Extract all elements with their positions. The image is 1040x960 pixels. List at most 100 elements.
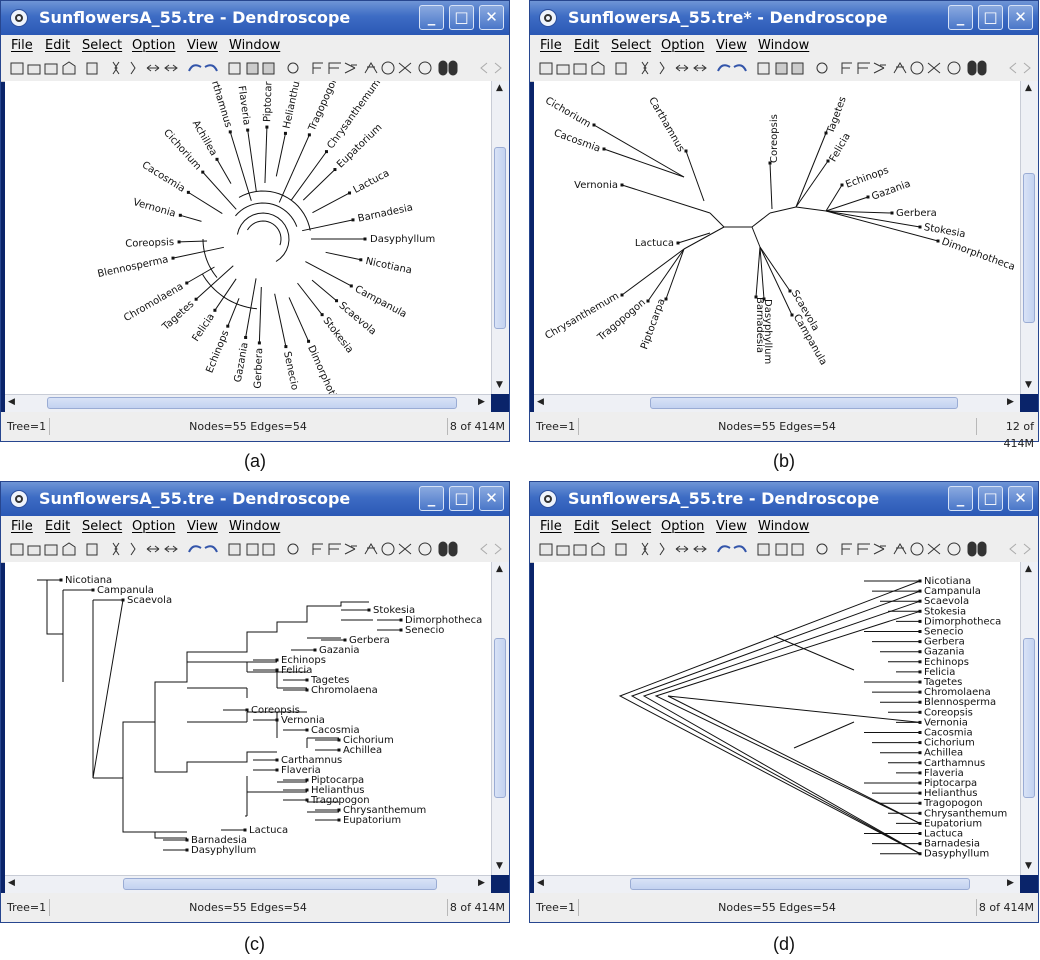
menu-window[interactable]: Window — [758, 519, 810, 534]
dendroscope-app-icon[interactable] — [10, 490, 28, 508]
scroll-right-arrow-icon[interactable]: ▶ — [1007, 878, 1014, 888]
vertical-scrollbar[interactable]: ▲ ▼ — [1020, 81, 1038, 394]
scroll-up-arrow-icon[interactable]: ▲ — [1025, 564, 1032, 574]
menu-select[interactable]: Select — [82, 38, 123, 53]
scroll-up-arrow-icon[interactable]: ▲ — [496, 83, 503, 93]
menu-edit[interactable]: Edit — [574, 519, 600, 534]
scroll-right-arrow-icon[interactable]: ▶ — [478, 397, 485, 407]
menu-window[interactable]: Window — [758, 38, 810, 53]
menu-view[interactable]: View — [716, 519, 747, 534]
dendroscope-app-icon[interactable] — [539, 490, 557, 508]
fit-window-icon — [757, 62, 770, 75]
menu-select[interactable]: Select — [611, 519, 652, 534]
scroll-left-arrow-icon[interactable]: ◀ — [537, 397, 544, 407]
vertical-scroll-thumb[interactable] — [1023, 638, 1035, 798]
scroll-left-arrow-icon[interactable]: ◀ — [8, 397, 15, 407]
dendroscope-app-icon[interactable] — [539, 9, 557, 27]
horizontal-scroll-thumb[interactable] — [630, 878, 970, 890]
maximize-button[interactable]: □ — [978, 5, 1003, 30]
menu-edit[interactable]: Edit — [45, 38, 71, 53]
menu-edit[interactable]: Edit — [45, 519, 71, 534]
menu-file[interactable]: File — [11, 38, 33, 53]
tree-edge — [795, 132, 827, 208]
horizontal-scrollbar[interactable]: ◀ ▶ — [534, 875, 1020, 893]
rotate-right-icon — [204, 545, 218, 553]
minimize-button[interactable]: _ — [419, 486, 444, 511]
menu-window[interactable]: Window — [229, 38, 281, 53]
scroll-up-arrow-icon[interactable]: ▲ — [1025, 83, 1032, 93]
menu-view[interactable]: View — [187, 519, 218, 534]
scroll-down-arrow-icon[interactable]: ▼ — [1025, 380, 1032, 390]
toolbar-icons[interactable] — [1, 57, 509, 81]
dendroscope-app-icon[interactable] — [10, 9, 28, 27]
toolbar-icons[interactable] — [1, 538, 509, 562]
minimize-button[interactable]: _ — [419, 5, 444, 30]
horizontal-scroll-thumb[interactable] — [123, 878, 437, 890]
scroll-left-arrow-icon[interactable]: ◀ — [537, 878, 544, 888]
maximize-button[interactable]: □ — [449, 486, 474, 511]
scroll-left-arrow-icon[interactable]: ◀ — [8, 878, 15, 888]
menu-file[interactable]: File — [540, 38, 562, 53]
vertical-scroll-thumb[interactable] — [494, 638, 506, 798]
tree-edge — [654, 610, 921, 824]
scroll-right-arrow-icon[interactable]: ▶ — [1007, 397, 1014, 407]
menu-option[interactable]: Option — [132, 519, 176, 534]
menu-select[interactable]: Select — [611, 38, 652, 53]
horizontal-scrollbar[interactable]: ◀ ▶ — [5, 394, 491, 412]
leaf-node-marker — [788, 289, 792, 293]
leaf-node-marker — [918, 801, 922, 805]
horizontal-scroll-thumb[interactable] — [650, 397, 958, 409]
tree-arc — [235, 202, 298, 227]
minimize-button[interactable]: _ — [948, 5, 973, 30]
tree-edge — [621, 184, 711, 214]
menu-window[interactable]: Window — [229, 519, 281, 534]
toolbar-icons[interactable] — [530, 57, 1038, 81]
scroll-right-arrow-icon[interactable]: ▶ — [478, 878, 485, 888]
title-bar[interactable]: SunflowersA_55.tre* - Dendroscope _ □ ✕ — [530, 1, 1038, 35]
close-button[interactable]: ✕ — [479, 5, 504, 30]
taxon-label: Coreopsis — [924, 707, 973, 718]
vertical-scrollbar[interactable]: ▲ ▼ — [491, 81, 509, 394]
menu-select[interactable]: Select — [82, 519, 123, 534]
title-bar[interactable]: SunflowersA_55.tre - Dendroscope _ □ ✕ — [1, 482, 509, 516]
menu-file[interactable]: File — [11, 519, 33, 534]
vertical-scrollbar[interactable]: ▲ ▼ — [1020, 562, 1038, 875]
horizontal-scroll-thumb[interactable] — [47, 397, 457, 409]
circular-phylogram-icon — [910, 61, 924, 75]
close-button[interactable]: ✕ — [1008, 5, 1033, 30]
rectangular-tree-svg[interactable]: NicotianaCampanulaScaevolaStokesiaDimorp… — [5, 562, 491, 875]
title-bar[interactable]: SunflowersA_55.tre - Dendroscope _ □ ✕ — [1, 1, 509, 35]
dendroscope-window-d: SunflowersA_55.tre - Dendroscope _ □ ✕ F… — [529, 481, 1039, 923]
horizontal-scrollbar[interactable]: ◀ ▶ — [5, 875, 491, 893]
menu-option[interactable]: Option — [661, 519, 705, 534]
minimize-button[interactable]: _ — [948, 486, 973, 511]
maximize-button[interactable]: □ — [449, 5, 474, 30]
scroll-down-arrow-icon[interactable]: ▼ — [496, 861, 503, 871]
menu-view[interactable]: View — [187, 38, 218, 53]
close-button[interactable]: ✕ — [1008, 486, 1033, 511]
vertical-scrollbar[interactable]: ▲ ▼ — [491, 562, 509, 875]
tree-edge — [227, 298, 240, 327]
maximize-button[interactable]: □ — [978, 486, 1003, 511]
menu-view[interactable]: View — [716, 38, 747, 53]
menu-option[interactable]: Option — [132, 38, 176, 53]
scroll-down-arrow-icon[interactable]: ▼ — [1025, 861, 1032, 871]
menu-option[interactable]: Option — [661, 38, 705, 53]
menu-edit[interactable]: Edit — [574, 38, 600, 53]
vertical-scroll-thumb[interactable] — [1023, 173, 1035, 323]
toolbar-icons[interactable] — [530, 538, 1038, 562]
vertical-scroll-thumb[interactable] — [494, 147, 506, 329]
title-bar[interactable]: SunflowersA_55.tre - Dendroscope _ □ ✕ — [530, 482, 1038, 516]
scroll-down-arrow-icon[interactable]: ▼ — [496, 380, 503, 390]
menu-file[interactable]: File — [540, 519, 562, 534]
scroll-up-arrow-icon[interactable]: ▲ — [496, 564, 503, 574]
slanted-tree-svg[interactable]: NicotianaCampanulaScaevolaStokesiaDimorp… — [534, 562, 1020, 875]
horizontal-scrollbar[interactable]: ◀ ▶ — [534, 394, 1020, 412]
close-button[interactable]: ✕ — [479, 486, 504, 511]
